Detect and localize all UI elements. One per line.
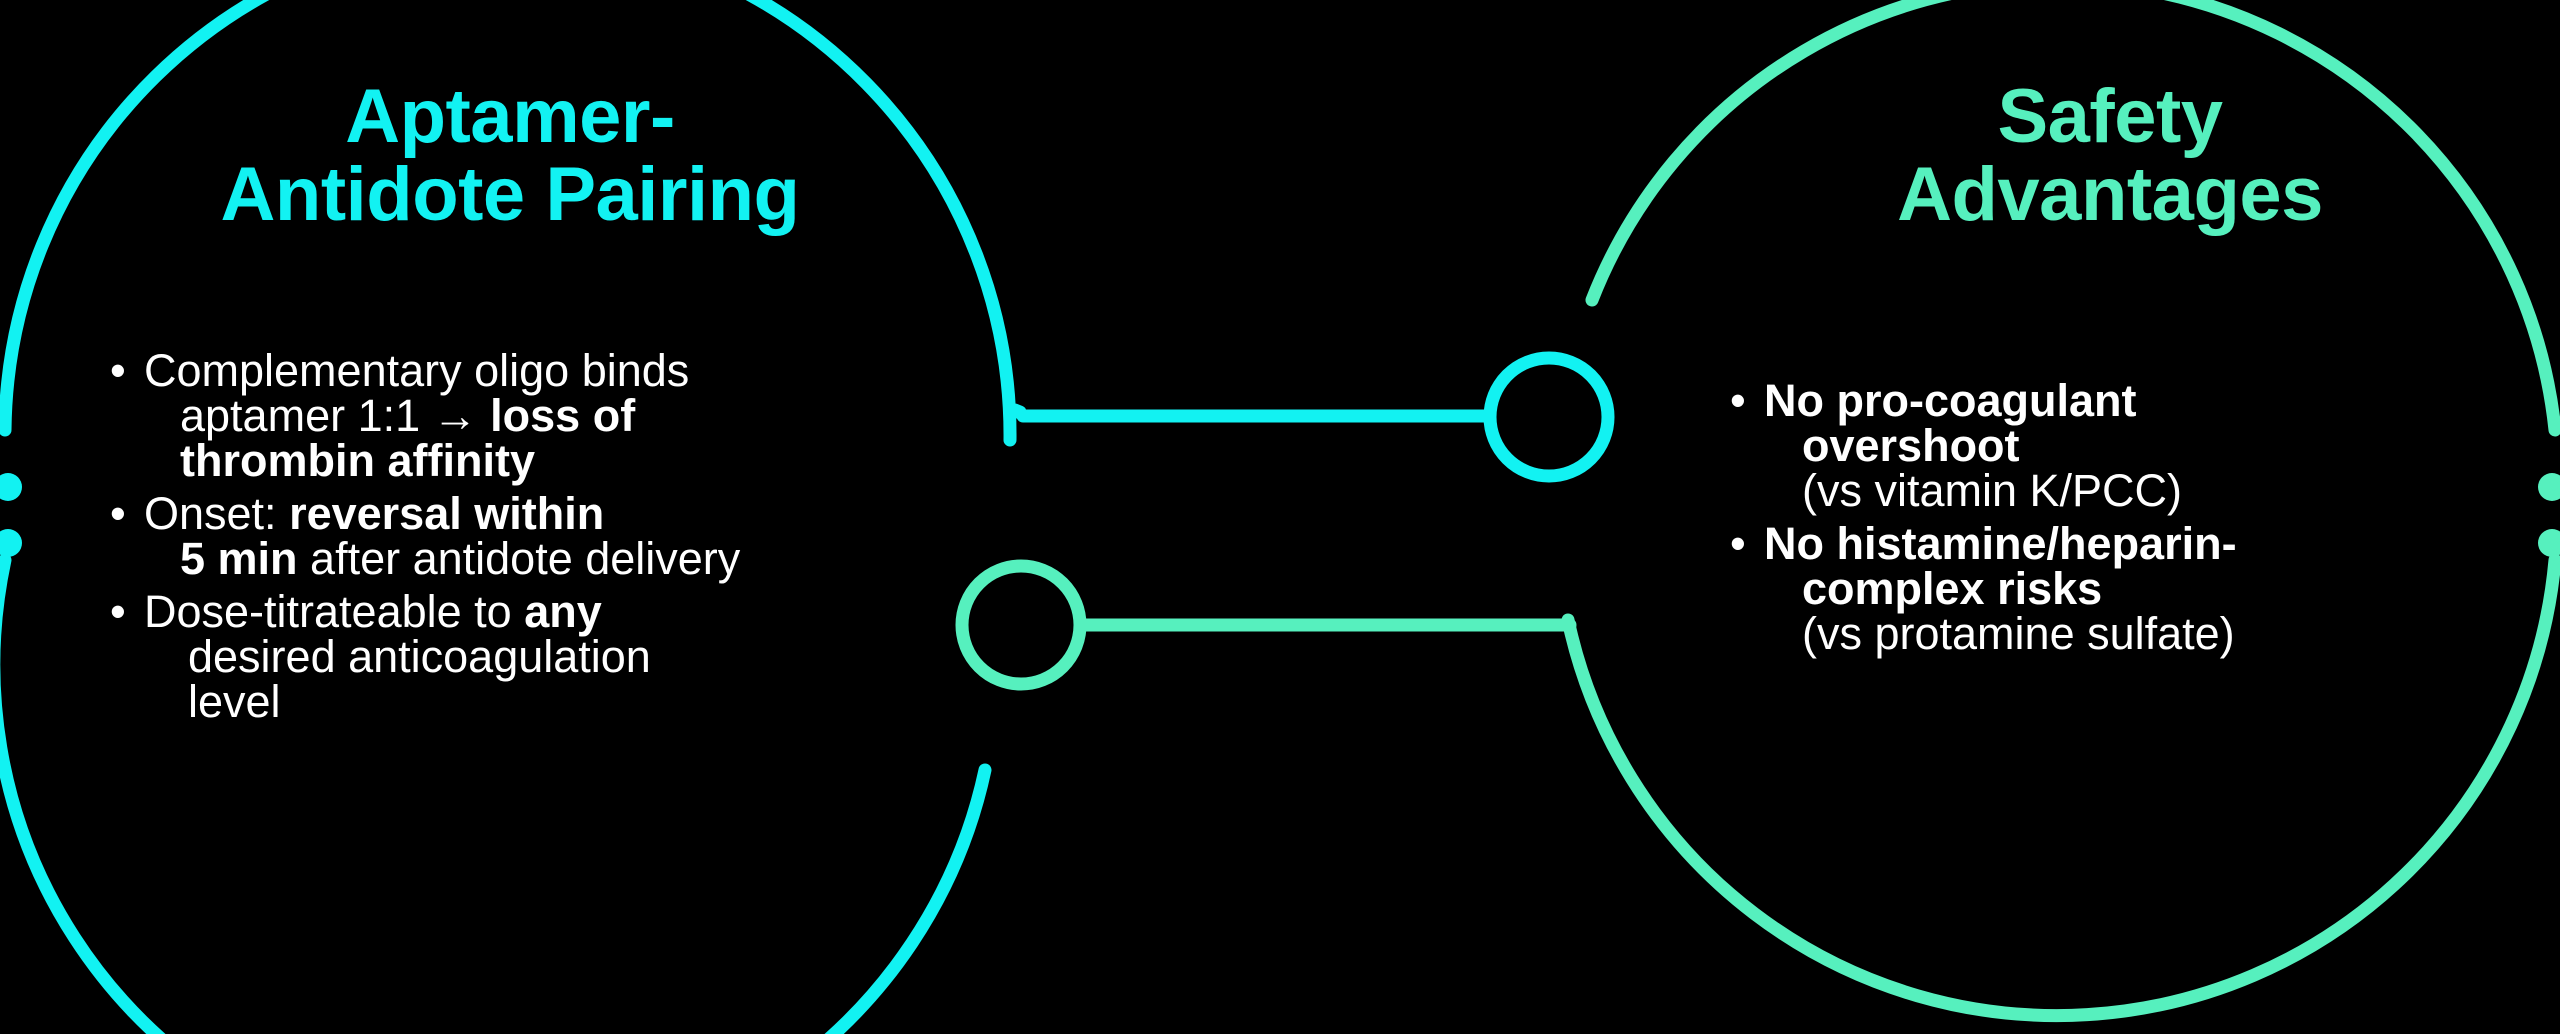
right-panel-title: Safety Advantages <box>1690 78 2530 233</box>
right-panel: Safety Advantages <box>1690 78 2530 233</box>
list-item-line: desired anticoagulation <box>144 634 990 679</box>
left-circle-gap-dot-upper <box>0 473 22 501</box>
list-item-line: overshoot <box>1764 423 2550 468</box>
list-item-line: complex risks <box>1764 566 2550 611</box>
bullet-marker-icon: • <box>1730 518 1746 569</box>
text-run: (vs vitamin K/PCC) <box>1802 465 2183 516</box>
list-item-line: (vs vitamin K/PCC) <box>1764 468 2550 513</box>
bullet-marker-icon: • <box>110 488 126 539</box>
list-item-line: No pro-coagulant <box>1764 378 2550 423</box>
list-item-text: No histamine/heparin-complex risks(vs pr… <box>1730 521 2550 656</box>
top-connector-node <box>1483 351 1615 483</box>
text-emphasis: any <box>524 586 602 637</box>
left-panel: Aptamer- Antidote Pairing <box>60 78 960 233</box>
text-run: Complementary oligo binds <box>144 345 690 396</box>
bullet-marker-icon: • <box>110 586 126 637</box>
text-run: after antidote delivery <box>297 533 741 584</box>
list-item-line: thrombin affinity <box>144 438 990 483</box>
bullet-marker-icon: • <box>1730 375 1746 426</box>
left-panel-title-line-1: Aptamer- <box>345 74 675 159</box>
bullet-marker-icon: • <box>110 345 126 396</box>
text-run: Dose-titrateable to <box>144 586 525 637</box>
left-circle-gap-dot-lower <box>0 529 22 557</box>
list-item-line: 5 min after antidote delivery <box>144 536 990 581</box>
left-panel-title-line-2: Antidote Pairing <box>220 151 800 237</box>
text-run: level <box>188 676 281 727</box>
list-item-line: Dose-titrateable to any <box>144 589 990 634</box>
text-emphasis: No histamine/heparin- <box>1764 518 2237 569</box>
text-run: (vs protamine sulfate) <box>1802 608 2235 659</box>
list-item-line: level <box>144 679 990 724</box>
top-connector-joint <box>1008 403 1027 419</box>
list-item-line: Onset: reversal within <box>144 491 990 536</box>
text-emphasis: reversal within <box>289 488 605 539</box>
text-emphasis: 5 min <box>180 533 298 584</box>
text-run: Onset: <box>144 488 290 539</box>
list-item: •No histamine/heparin-complex risks(vs p… <box>1730 521 2550 656</box>
text-emphasis: complex risks <box>1802 563 2103 614</box>
list-item-line: Complementary oligo binds <box>144 348 990 393</box>
list-item-line: No histamine/heparin- <box>1764 521 2550 566</box>
left-panel-title: Aptamer- Antidote Pairing <box>60 78 960 233</box>
text-emphasis: loss of <box>490 390 636 441</box>
list-item-line: aptamer 1:1 → loss of <box>144 393 990 438</box>
text-emphasis: overshoot <box>1802 420 2020 471</box>
text-run: desired anticoagulation <box>188 631 651 682</box>
text-emphasis: No pro-coagulant <box>1764 375 2137 426</box>
list-item-line: (vs protamine sulfate) <box>1764 611 2550 656</box>
text-emphasis: thrombin affinity <box>180 435 535 486</box>
right-panel-title-line-1: Safety <box>1997 74 2223 159</box>
text-run: aptamer 1:1 → <box>180 390 491 441</box>
top-connector-joint-2 <box>1015 405 1026 421</box>
right-panel-title-line-2: Advantages <box>1897 151 2323 237</box>
